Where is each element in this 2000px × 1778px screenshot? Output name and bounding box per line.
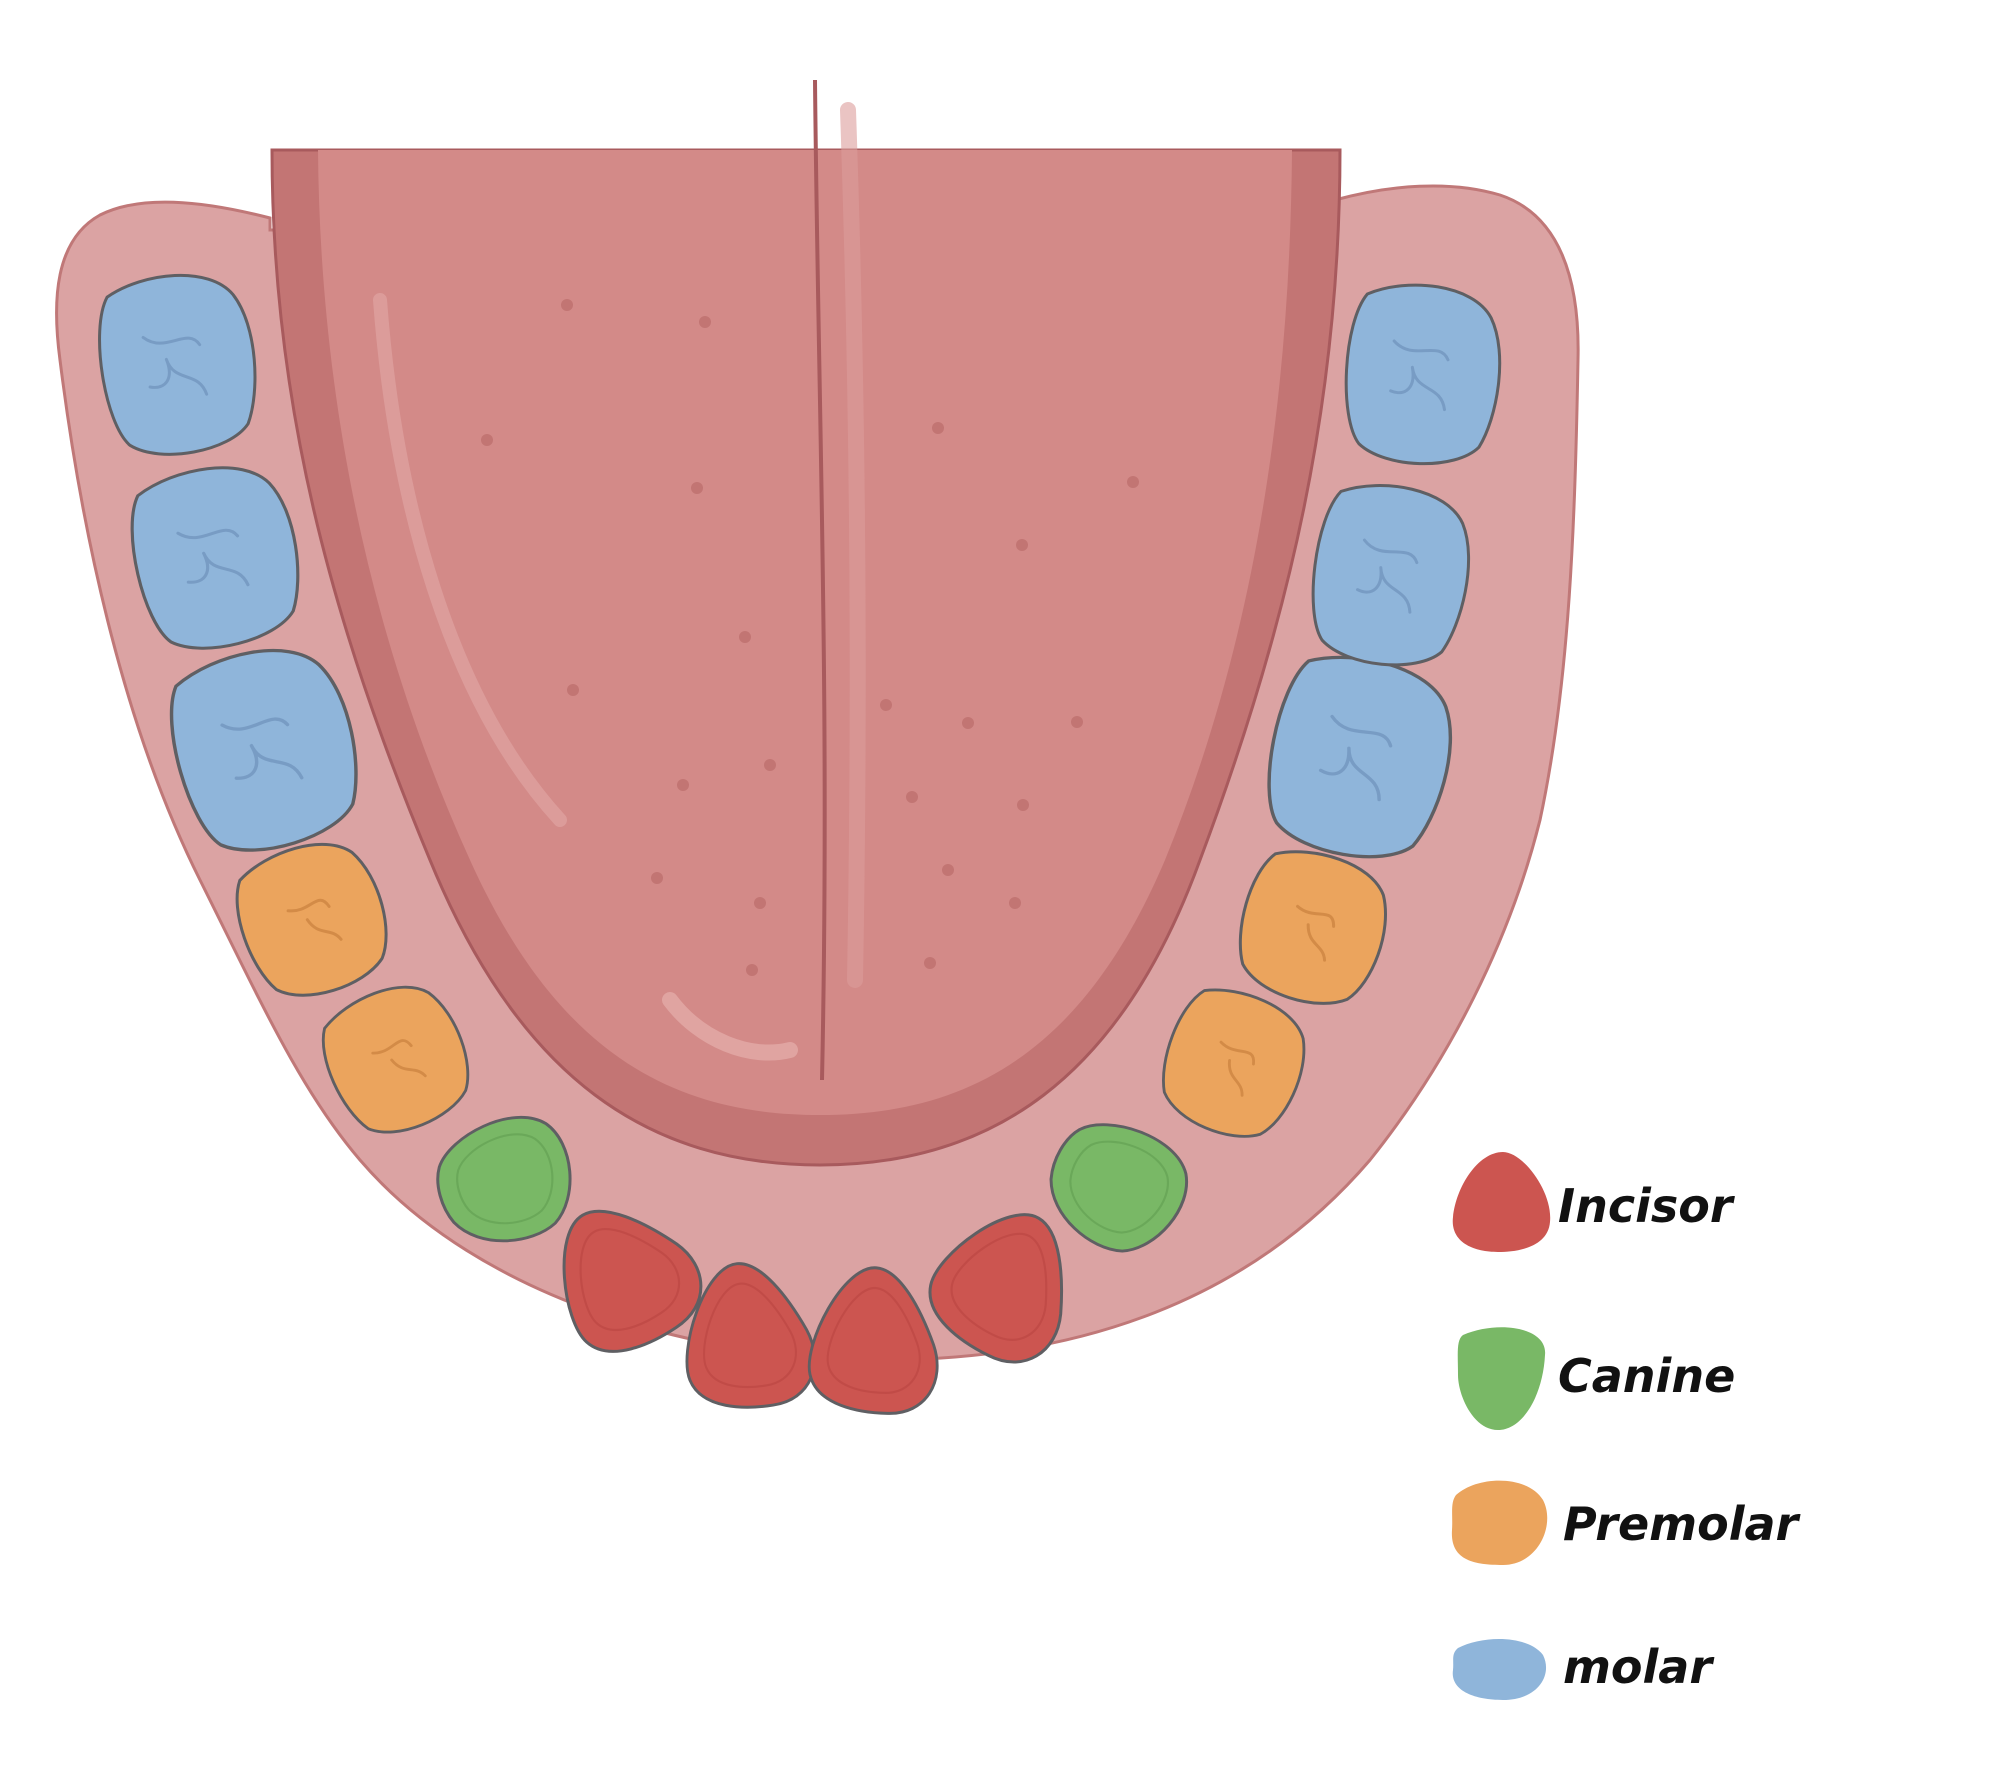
premolar-groove bbox=[1219, 1040, 1255, 1097]
legend-label: Incisor bbox=[1558, 1179, 1736, 1233]
molar-tooth-icon bbox=[1452, 1638, 1547, 1700]
premolar-groove bbox=[286, 898, 343, 941]
molar-groove bbox=[1356, 538, 1419, 614]
molar-tooth bbox=[98, 273, 257, 456]
molar-tooth bbox=[1267, 655, 1453, 859]
legend-item-incisor: Incisor bbox=[1452, 1152, 1736, 1252]
premolar-tooth bbox=[1238, 850, 1388, 1005]
tongue bbox=[260, 40, 1360, 1167]
canine-inner-ridge bbox=[456, 1133, 554, 1225]
molar-groove bbox=[141, 335, 209, 396]
teeth bbox=[98, 273, 1502, 1415]
tongue-papillae bbox=[481, 299, 1139, 976]
molar-groove bbox=[176, 528, 250, 587]
legend-item-premolar: Premolar bbox=[1451, 1480, 1802, 1565]
molar-tooth bbox=[1344, 283, 1502, 466]
legend-label: Premolar bbox=[1563, 1497, 1802, 1551]
molar-tooth bbox=[1311, 484, 1471, 667]
legend-label: Canine bbox=[1558, 1349, 1735, 1403]
canine-tooth bbox=[436, 1116, 572, 1243]
molar-groove bbox=[220, 717, 304, 780]
incisor-tooth bbox=[562, 1209, 703, 1353]
molar-groove bbox=[1318, 714, 1393, 802]
canine-inner-ridge bbox=[1069, 1140, 1169, 1234]
premolar-groove bbox=[371, 1039, 427, 1078]
legend-item-molar: molar bbox=[1452, 1638, 1715, 1700]
premolar-tooth-icon bbox=[1451, 1480, 1548, 1565]
legend-label: molar bbox=[1563, 1640, 1715, 1694]
premolar-tooth bbox=[1162, 988, 1306, 1138]
incisor-tooth bbox=[928, 1213, 1064, 1364]
premolar-groove bbox=[1296, 904, 1336, 962]
incisor-tooth bbox=[807, 1266, 939, 1415]
incisor-inner-ridge bbox=[579, 1228, 681, 1332]
incisor-tooth-icon bbox=[1452, 1152, 1551, 1252]
legend-item-canine: Canine bbox=[1457, 1327, 1735, 1430]
molar-tooth bbox=[169, 648, 358, 852]
incisor-inner-ridge bbox=[703, 1282, 797, 1388]
canine-tooth-icon bbox=[1457, 1327, 1546, 1430]
incisor-inner-ridge bbox=[826, 1286, 921, 1394]
premolar-tooth bbox=[235, 842, 388, 997]
molar-groove bbox=[1389, 339, 1450, 412]
incisor-inner-ridge bbox=[950, 1233, 1048, 1341]
premolar-tooth bbox=[321, 985, 470, 1134]
tongue-surface bbox=[318, 150, 1292, 1115]
molar-tooth bbox=[130, 466, 300, 650]
